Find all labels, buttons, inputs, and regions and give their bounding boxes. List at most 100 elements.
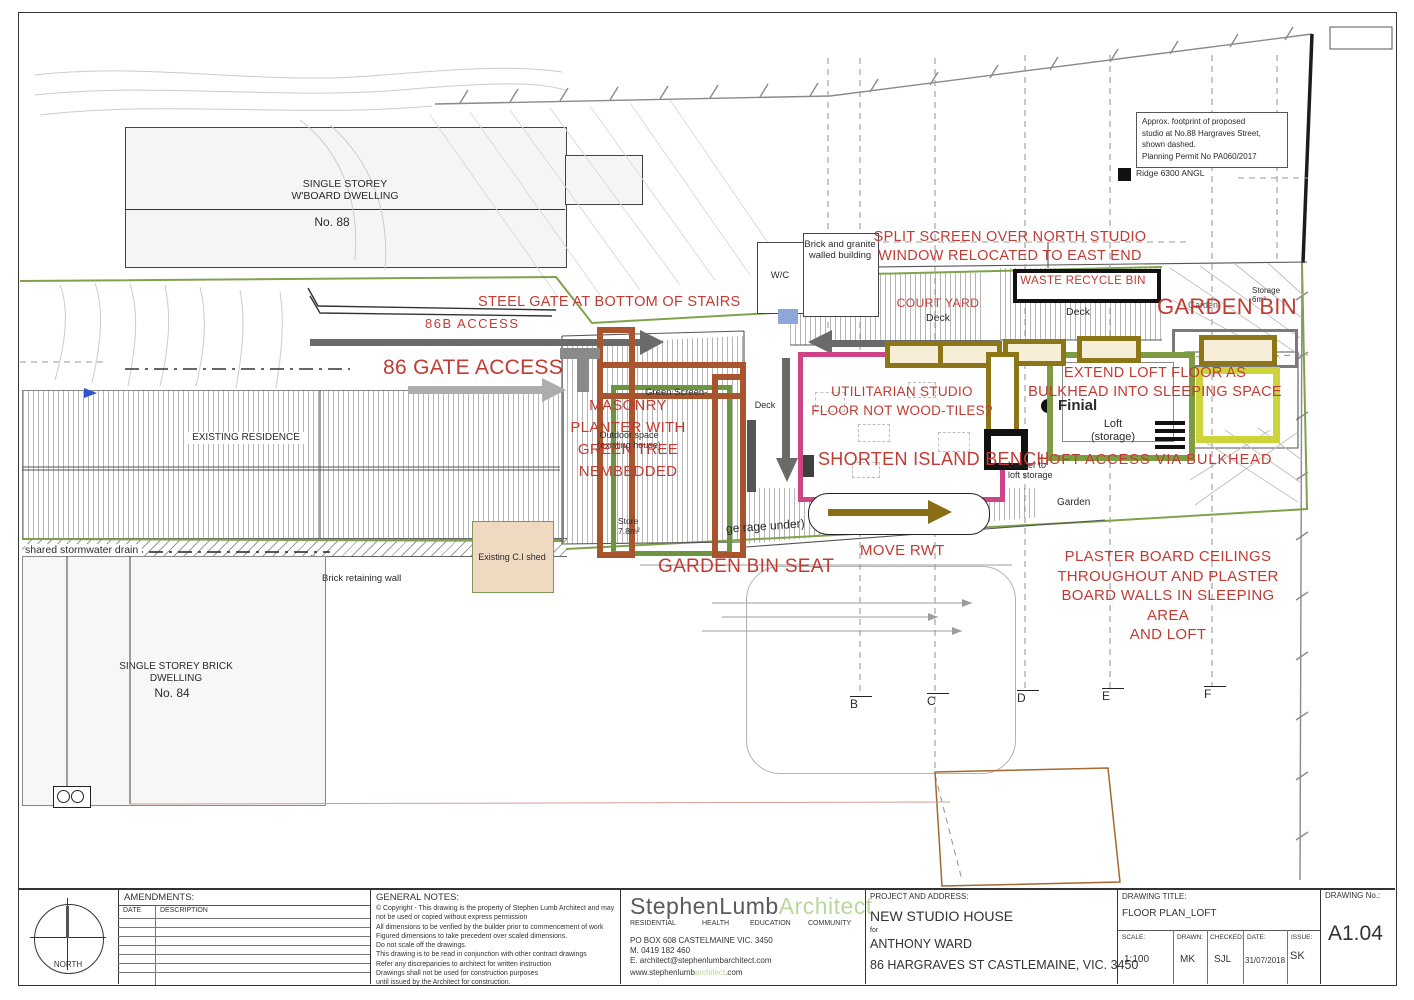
amendments-title: AMENDMENTS: bbox=[124, 892, 195, 903]
issue-value: SK bbox=[1290, 950, 1305, 962]
note-plaster: PLASTER BOARD CEILINGS THROUGHOUT AND PL… bbox=[1057, 548, 1279, 643]
deck-stairs-label: Deck bbox=[752, 400, 778, 411]
furniture-dashed bbox=[938, 432, 970, 452]
ladder-note-label: Ladder to loft storage bbox=[1008, 460, 1053, 481]
project-for: for bbox=[870, 927, 879, 934]
firm-name-part1: StephenLumb bbox=[630, 893, 779, 919]
grid-letter-d: D bbox=[1017, 690, 1039, 706]
access-arrow-86b bbox=[310, 330, 664, 355]
note-garden-bin: GARDEN BIN bbox=[1157, 294, 1297, 319]
amendments-row bbox=[118, 918, 370, 919]
yellow-green-outline bbox=[1196, 367, 1280, 443]
titleblock-divider bbox=[1320, 888, 1321, 984]
drawing-col bbox=[1173, 930, 1174, 984]
firm-logo: StephenLumbArchitect bbox=[630, 893, 873, 920]
green-screen-label: Green Screen- bbox=[645, 387, 708, 398]
drawing-col bbox=[1243, 930, 1244, 984]
no84-number-label: No. 84 bbox=[154, 686, 190, 700]
titleblock-divider bbox=[1117, 888, 1118, 984]
checked-label: CHECKED: bbox=[1210, 934, 1244, 941]
firm-website[interactable]: www.stephenlumbarchitect.com bbox=[630, 968, 743, 977]
note-court-yard: COURT YARD bbox=[896, 296, 980, 310]
note-waste-recycle: WASTE RECYCLE BIN bbox=[1020, 275, 1146, 287]
date-label: DATE: bbox=[1247, 934, 1266, 941]
note-masonry-planter: MASONRY PLANTER WITH GREEN TREE NEMBEDDE… bbox=[570, 397, 686, 480]
ladder-bar bbox=[1155, 437, 1185, 441]
general-notes-title: GENERAL NOTES: bbox=[376, 892, 460, 903]
ridge-marker bbox=[1118, 168, 1131, 181]
footprint-note-box bbox=[1136, 112, 1288, 168]
titleblock-divider bbox=[865, 888, 866, 984]
grid-letter-f: F bbox=[1204, 686, 1226, 702]
note-move-rwt: MOVE RWT bbox=[860, 542, 945, 559]
firm-email: E. architect@stephenlumbarchitect.com bbox=[630, 956, 772, 965]
drawing-col bbox=[1287, 930, 1288, 984]
no84-type-label: SINGLE STOREY BRICK DWELLING bbox=[119, 661, 233, 684]
firm-name-part2: Architect bbox=[778, 893, 873, 919]
garden-faint-label: Garden bbox=[1188, 300, 1219, 310]
existing-residence-roof bbox=[22, 390, 564, 540]
drawing-title-label: DRAWING TITLE: bbox=[1122, 892, 1187, 901]
firm-mobile: M. 0419 182 460 bbox=[630, 946, 691, 955]
lower-right-plot bbox=[934, 767, 1121, 887]
titleblock-divider bbox=[620, 888, 621, 984]
ladder-bar bbox=[1155, 429, 1185, 433]
wc-label: W/C bbox=[770, 270, 790, 281]
boundary-thick bbox=[1301, 33, 1314, 264]
no84-baseline bbox=[129, 801, 951, 805]
gate-bracket bbox=[577, 348, 589, 392]
waste-recycle-box bbox=[1013, 269, 1161, 303]
drawing-no-value: A1.04 bbox=[1328, 922, 1383, 945]
firm-tag-education: EDUCATION bbox=[750, 920, 791, 927]
furniture-dashed bbox=[815, 392, 845, 412]
firm-address: PO BOX 608 CASTELMAINE VIC. 3450 bbox=[630, 936, 773, 945]
furniture-dashed bbox=[858, 424, 890, 442]
wall-bar bbox=[747, 420, 756, 492]
stepped-fence bbox=[307, 287, 557, 317]
amendments-row bbox=[118, 954, 370, 955]
note-extend-loft: EXTEND LOFT FLOOR AS BULKHEAD INTO SLEEP… bbox=[1028, 365, 1282, 400]
website-part3: .com bbox=[725, 968, 743, 977]
rwt-arrow-head bbox=[928, 500, 952, 524]
rwt-arrow-overlay bbox=[828, 509, 928, 516]
brick-granite-label: Brick and granite walled building bbox=[804, 239, 876, 261]
amendments-row bbox=[118, 972, 370, 973]
note-steel-gate: STEEL GATE AT BOTTOM OF STAIRS bbox=[478, 294, 741, 310]
note-split-screen: SPLIT SCREEN OVER NORTH STUDIO WINDOW RE… bbox=[873, 229, 1147, 264]
drawing-col bbox=[1207, 930, 1208, 984]
storage-6m-label: Storage 6m³ bbox=[1252, 286, 1281, 305]
outdoor-space-label: Outdoor space (existing house) bbox=[597, 430, 661, 451]
drawing-divider bbox=[1117, 930, 1320, 931]
scale-value: 1:100 bbox=[1124, 954, 1150, 965]
down-arrow bbox=[776, 358, 798, 482]
contour-lines bbox=[34, 67, 567, 389]
ci-shed-label: Existing C.I shed bbox=[478, 552, 546, 562]
titleblock-top bbox=[18, 888, 1395, 890]
north-compass bbox=[34, 904, 104, 974]
website-part2: architect bbox=[694, 968, 726, 977]
amendments-row bbox=[118, 936, 370, 937]
amendments-row bbox=[118, 963, 370, 964]
driveway-arrowheads bbox=[928, 599, 972, 635]
amendments-desc-header: DESCRIPTION bbox=[160, 907, 208, 914]
amendments-row bbox=[118, 927, 370, 928]
amendments-line bbox=[118, 905, 370, 906]
compass-needle bbox=[66, 906, 69, 938]
drawing-no-label: DRAWING No.: bbox=[1325, 891, 1381, 900]
drain-marker bbox=[84, 388, 97, 398]
firm-tag-community: COMMUNITY bbox=[808, 920, 852, 927]
note-garden-bin-seat: GARDEN BIN SEAT bbox=[658, 556, 835, 577]
corner-box bbox=[1329, 26, 1393, 50]
green-screen-outline bbox=[611, 385, 732, 556]
building-no88-split bbox=[125, 209, 565, 210]
firm-tag-health: HEALTH bbox=[702, 920, 730, 927]
note-86-gate-access: 86 GATE ACCESS bbox=[383, 356, 564, 379]
access-arrow-86-gate bbox=[408, 378, 566, 402]
checked-value: SJL bbox=[1214, 954, 1232, 965]
grid-letter-e: E bbox=[1102, 688, 1124, 704]
north-label: NORTH bbox=[53, 960, 83, 969]
planter-rust-outline bbox=[712, 374, 746, 558]
wc-box bbox=[757, 242, 805, 314]
note-shorten-bench: SHORTEN ISLAND BENCH bbox=[818, 449, 1050, 469]
drawing-title: FLOOR PLAN_LOFT bbox=[1122, 908, 1217, 919]
